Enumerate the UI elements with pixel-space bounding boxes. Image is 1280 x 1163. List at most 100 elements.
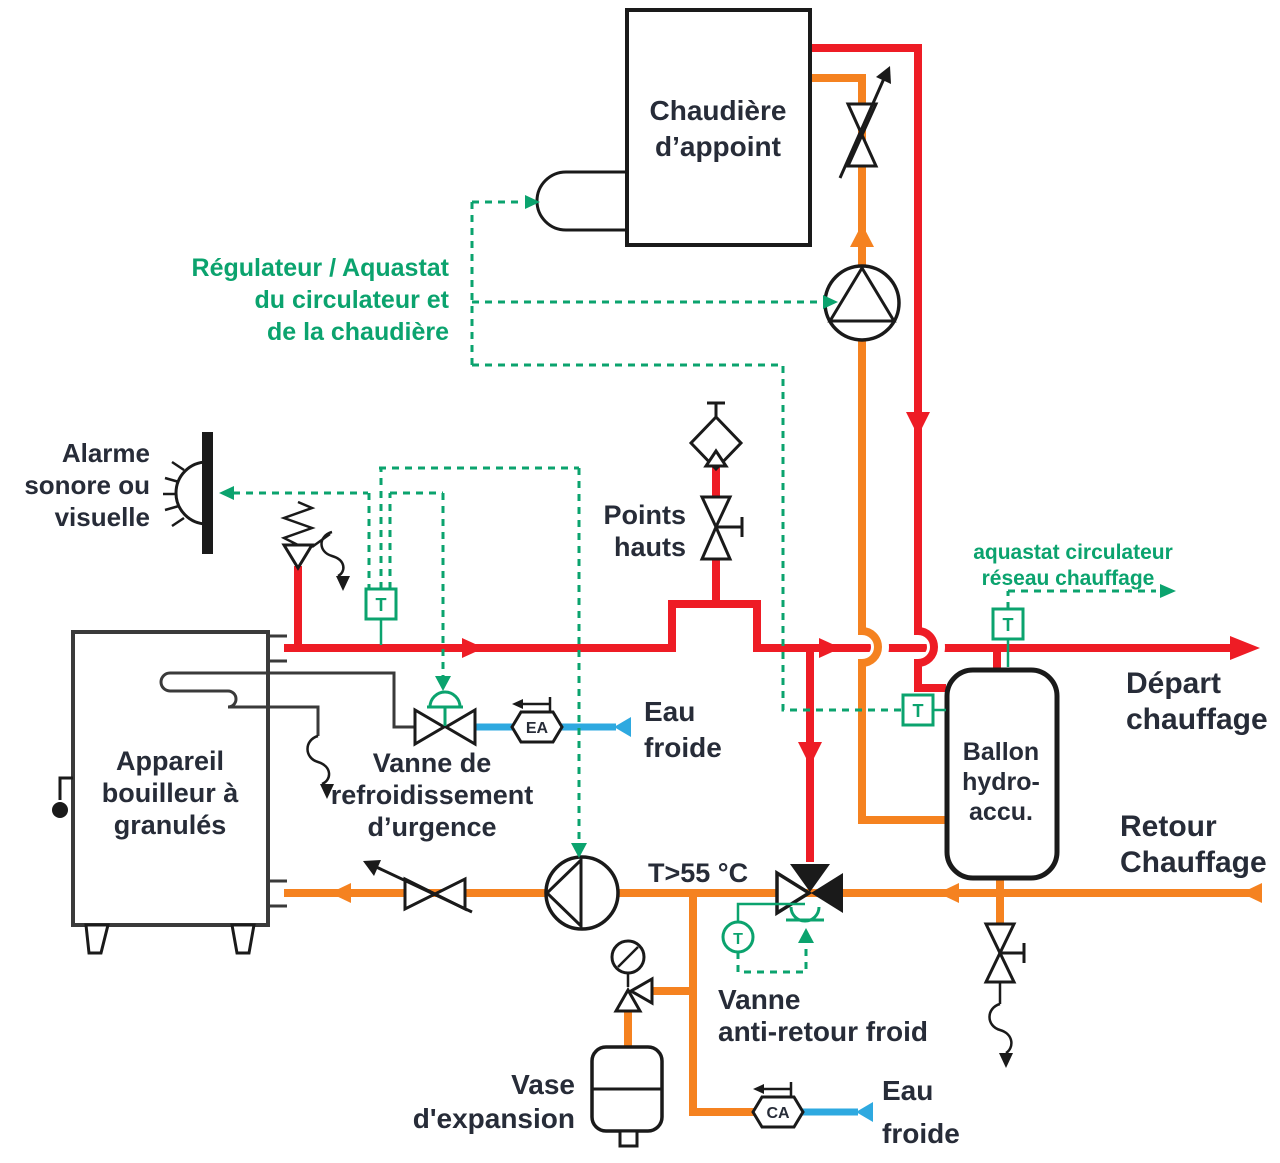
- orange-arrow-left-mid: [938, 883, 959, 903]
- label-retour-2: Chauffage: [1120, 846, 1267, 879]
- ctl-top-pump-arrow: [823, 295, 838, 309]
- label-regulateur-2: du circulateur et: [255, 286, 450, 314]
- safety-discharge-squiggle: [320, 530, 345, 578]
- pipe-orange-expansion-branch: [689, 889, 757, 1116]
- bal-valve-arrow-line: [838, 73, 888, 179]
- cooling-dome-icon: [427, 690, 463, 726]
- labels: Chaudière d’appoint Régulateur / Aquasta…: [24, 95, 1267, 1149]
- cool-valve-left: [413, 707, 447, 747]
- label-ballon-2: hydro-: [962, 768, 1040, 796]
- label-aquastat-1: aquastat circulateur: [973, 541, 1173, 564]
- bal2-right-tri: [431, 876, 467, 912]
- emergency-cooling-valve: [413, 707, 477, 747]
- blue-arrow-ca: [856, 1102, 873, 1122]
- boiler-foot-right: [230, 923, 256, 955]
- expansion-group: [590, 939, 664, 1148]
- tank-drain-squiggle: [988, 1002, 1013, 1055]
- red-arrow-down-branch: [798, 742, 822, 766]
- ctl-alarm-arrow: [219, 486, 234, 500]
- angle-valve-bottom-tri: [613, 986, 643, 1013]
- sensor4-circle: [721, 920, 755, 954]
- sensor3-box: [991, 607, 1025, 641]
- ph-valve-handle: [716, 517, 744, 537]
- orange-arrow-left-boiler: [330, 883, 351, 903]
- hydro-tank: [944, 667, 1060, 881]
- red-pipes: [284, 44, 1260, 862]
- label-aquastat-2: réseau chauffage: [982, 567, 1155, 590]
- appoint-balancing-valve: [838, 66, 891, 179]
- label-points-hauts-1: Points: [603, 500, 686, 530]
- sensor-tank-side: T: [901, 693, 946, 727]
- boiler-stub-top: [268, 634, 287, 663]
- anti-return-valve: [775, 864, 843, 917]
- label-regulateur-3: de la chaudière: [267, 318, 449, 346]
- safety-coil: [159, 671, 415, 736]
- arv-control-loop: [736, 944, 808, 974]
- bal-valve-arrow-head: [876, 66, 891, 84]
- ctl-aquastat-line: [1006, 589, 1156, 609]
- label-vase-1: Vase: [511, 1069, 575, 1100]
- pump-bottom-impeller: [544, 856, 583, 930]
- auxiliary-boiler: [535, 8, 812, 247]
- pellet-balancing-valve: [363, 860, 473, 914]
- label-appareil-2: bouilleur à: [102, 778, 240, 808]
- label-depart-2: chauffage: [1126, 703, 1268, 736]
- red-arrow-right-1: [462, 638, 484, 658]
- label-eau-froide-bas-1: Eau: [882, 1075, 933, 1106]
- ctl-pump-stop-line: [379, 466, 581, 842]
- alarm-bar: [202, 432, 213, 554]
- pipe-red-appoint-riser: [806, 44, 946, 692]
- red-arrow-depart: [1230, 636, 1260, 660]
- label-ballon-1: Ballon: [963, 738, 1039, 766]
- coil-drain-squiggle: [306, 734, 331, 786]
- sensor2-box: [901, 693, 935, 727]
- boiler-stub-bottom: [268, 879, 287, 908]
- boiler-foot-left: [84, 923, 110, 955]
- alarm-rays-icon: [163, 460, 185, 528]
- orange-arrow-up-riser: [850, 224, 874, 247]
- label-alarme-1: Alarme: [62, 438, 150, 468]
- arv-control-arrow: [798, 928, 814, 943]
- pellet-boiler: [52, 630, 415, 955]
- label-vanne-anti-2: anti-retour froid: [718, 1016, 928, 1047]
- ea-flow-line: [520, 697, 552, 711]
- bal-valve-bot-tri: [845, 131, 879, 168]
- tank-body: [944, 667, 1060, 881]
- ctl-to-tank-sensor: [472, 363, 903, 712]
- pipe-red-main: [284, 600, 1232, 652]
- label-retour-1: Retour: [1120, 810, 1217, 843]
- angle-valve-right-tri: [627, 976, 654, 1006]
- sensor3-label: T: [1003, 615, 1014, 635]
- burner-icon: [535, 170, 627, 232]
- red-arrow-right-2: [819, 638, 841, 658]
- air-vent-stem: [707, 401, 725, 417]
- arv-right-tri: [811, 873, 843, 913]
- tdv-top-tri: [983, 922, 1017, 957]
- points-hauts-assembly: [688, 401, 744, 561]
- pellet-pump: [544, 855, 620, 931]
- sensor-depart-boiler: T: [364, 587, 398, 645]
- label-alarme-3: visuelle: [55, 502, 150, 532]
- label-t55: T>55 °C: [648, 858, 748, 888]
- label-eau-froide-haut-2: froide: [644, 732, 722, 763]
- label-vanne-refroid-3: d’urgence: [367, 812, 496, 842]
- safety-discharge-arrow: [336, 576, 350, 591]
- label-eau-froide-bas-2: froide: [882, 1118, 960, 1149]
- bal2-arrow-head: [363, 860, 381, 876]
- label-regulateur-1: Régulateur / Aquastat: [192, 254, 450, 282]
- label-vanne-refroid-1: Vanne de: [373, 748, 492, 778]
- tdv-bot-tri: [983, 949, 1017, 984]
- label-depart-1: Départ: [1126, 667, 1221, 700]
- bal2-arrow-line: [371, 863, 473, 914]
- arv-actuator: [786, 906, 824, 923]
- gauge-needle: [617, 946, 639, 968]
- vessel-nipple: [618, 1129, 639, 1148]
- pump-top-impeller: [827, 265, 897, 323]
- label-points-hauts-2: hauts: [614, 532, 686, 562]
- ph-valve-top: [699, 495, 733, 531]
- safety-relief-valve: [280, 500, 350, 591]
- tank-drain-arrow: [999, 1053, 1013, 1068]
- boiler-handle-knob: [52, 802, 68, 818]
